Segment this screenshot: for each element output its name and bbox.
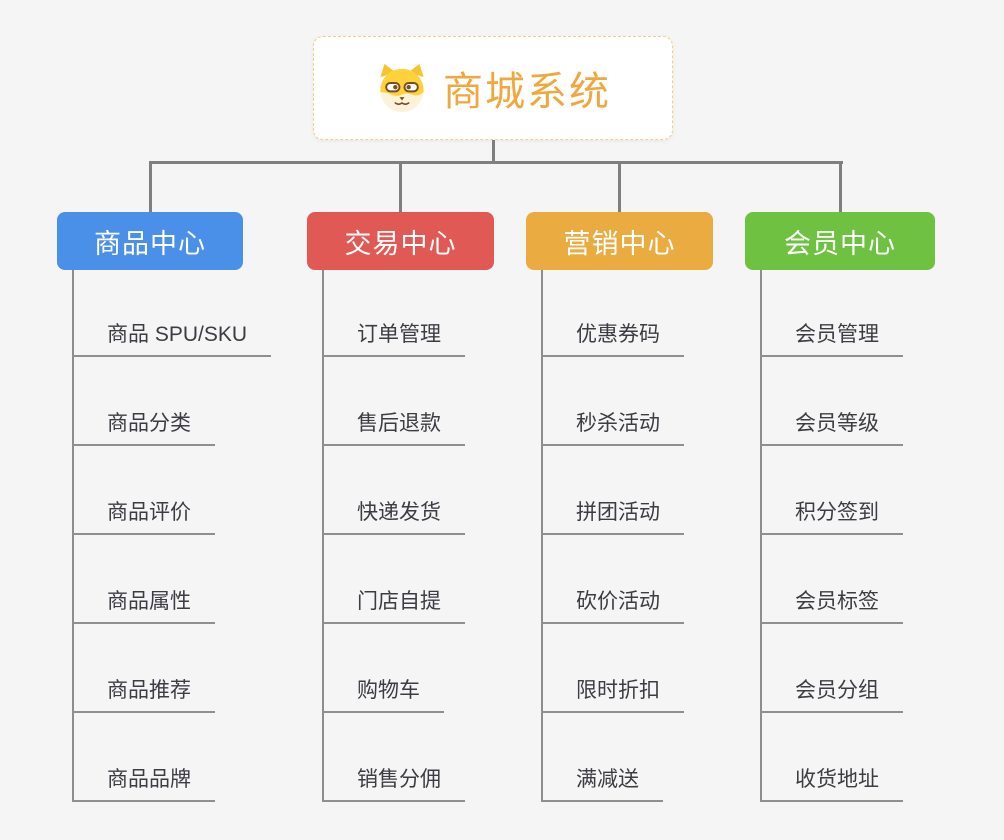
- branch-header-3[interactable]: 会员中心: [745, 212, 935, 270]
- branch-item[interactable]: 售后退款: [322, 412, 465, 446]
- branch-item[interactable]: 商品评价: [72, 501, 215, 535]
- branch-item[interactable]: 快递发货: [322, 501, 465, 535]
- branch-item[interactable]: 会员管理: [760, 323, 903, 357]
- branch-item[interactable]: 商品 SPU/SKU: [72, 323, 272, 357]
- branch-item[interactable]: 商品品牌: [72, 768, 215, 802]
- branch-item[interactable]: 订单管理: [322, 323, 465, 357]
- branch-item[interactable]: 积分签到: [760, 501, 903, 535]
- trunk-connector-line: [760, 270, 762, 802]
- branch-item[interactable]: 会员分组: [760, 679, 903, 713]
- branch-item[interactable]: 商品分类: [72, 412, 215, 446]
- branch-item[interactable]: 收货地址: [760, 768, 903, 802]
- branch-item[interactable]: 拼团活动: [541, 501, 684, 535]
- branch-header-label: 会员中心: [784, 228, 896, 259]
- branch-item[interactable]: 购物车: [322, 679, 444, 713]
- branch-item[interactable]: 限时折扣: [541, 679, 684, 713]
- branch-item[interactable]: 会员标签: [760, 590, 903, 624]
- header-connector-line: [149, 163, 152, 212]
- branch-item[interactable]: 销售分佣: [322, 768, 465, 802]
- branch-item[interactable]: 优惠券码: [541, 323, 684, 357]
- branch-header-label: 交易中心: [344, 228, 457, 259]
- bus-connector-line: [149, 161, 843, 164]
- branch-item[interactable]: 满减送: [541, 768, 663, 802]
- branch-header-0[interactable]: 商品中心: [57, 212, 243, 270]
- header-connector-line: [399, 163, 402, 212]
- branch-item[interactable]: 商品推荐: [72, 679, 215, 713]
- branch-header-label: 商品中心: [94, 228, 206, 259]
- branch-item[interactable]: 会员等级: [760, 412, 903, 446]
- dog-face-icon: [380, 63, 424, 113]
- branch-header-label: 营销中心: [563, 228, 676, 259]
- header-connector-line: [618, 163, 621, 212]
- root-connector-line: [492, 140, 495, 164]
- branch-header-1[interactable]: 交易中心: [307, 212, 494, 270]
- branch-item[interactable]: 门店自提: [322, 590, 465, 624]
- branch-item[interactable]: 秒杀活动: [541, 412, 684, 446]
- root-node[interactable]: 商城系统: [313, 36, 673, 140]
- header-connector-line: [839, 163, 842, 212]
- branch-item[interactable]: 砍价活动: [541, 590, 684, 624]
- branch-header-2[interactable]: 营销中心: [526, 212, 713, 270]
- trunk-connector-line: [541, 270, 543, 802]
- root-title: 商城系统: [443, 70, 611, 114]
- branch-item[interactable]: 商品属性: [72, 590, 215, 624]
- trunk-connector-line: [322, 270, 324, 802]
- trunk-connector-line: [72, 270, 74, 802]
